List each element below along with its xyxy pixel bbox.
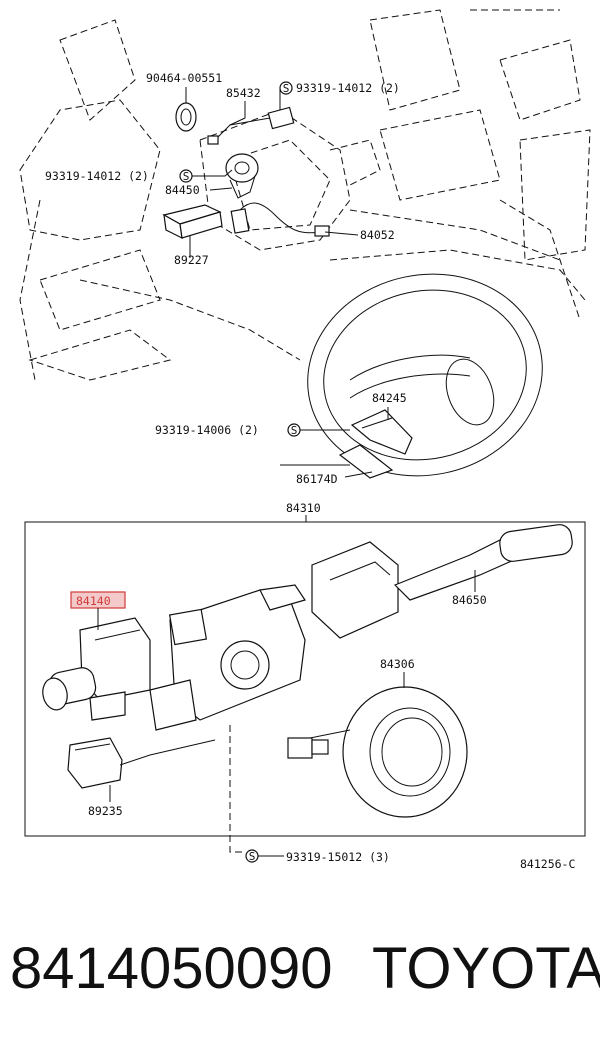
- label-89227: 89227: [174, 253, 209, 267]
- assembly-box-84310: [24, 515, 586, 837]
- svg-text:S: S: [249, 850, 256, 863]
- part-90464-clip: [175, 102, 197, 132]
- label-84052: 84052: [360, 228, 395, 242]
- label-84140: 84140: [76, 594, 111, 608]
- dashboard-outline: [19, 9, 591, 381]
- label-93319-14012-a: 93319-14012 (2): [296, 81, 400, 95]
- svg-text:S: S: [291, 424, 298, 437]
- leader-93319-15012: [229, 725, 245, 853]
- part-84052-cable: [230, 202, 330, 237]
- part-84450-switch: [225, 153, 259, 199]
- parts-diagram: S S S 90464-00551 85432 93319-14012 (2) …: [19, 9, 591, 871]
- part-86174D-cover: [338, 444, 394, 479]
- part-84245-switch: [350, 409, 413, 455]
- diagram-code: 841256-C: [520, 857, 575, 871]
- label-93319-14012-b: 93319-14012 (2): [45, 169, 149, 183]
- screw-symbol-2: S: [179, 169, 193, 183]
- label-93319-14006: 93319-14006 (2): [155, 423, 259, 437]
- brand-name: TOYOTA: [372, 936, 600, 1001]
- label-84450: 84450: [165, 183, 200, 197]
- label-93319-15012: 93319-15012 (3): [286, 850, 390, 864]
- label-84650: 84650: [452, 593, 487, 607]
- label-86174D: 86174D: [296, 472, 338, 486]
- label-85432: 85432: [226, 86, 261, 100]
- part-number: 8414050090: [10, 936, 333, 1001]
- label-84306: 84306: [380, 657, 415, 671]
- part-84140-switch: [42, 617, 151, 721]
- screw-symbol-1: S: [279, 81, 293, 95]
- screw-symbol-3: S: [287, 423, 301, 437]
- part-84650-switch: [311, 524, 573, 639]
- svg-text:S: S: [283, 82, 290, 95]
- part-84306-spiral-cable: [287, 686, 468, 818]
- leader-lines-top: [185, 87, 389, 478]
- label-84310: 84310: [286, 501, 321, 515]
- part-85432-wire: [207, 106, 295, 145]
- label-84245: 84245: [372, 391, 407, 405]
- steering-wheel: [307, 273, 543, 477]
- part-89227-ecu: [162, 204, 223, 240]
- label-89235: 89235: [88, 804, 123, 818]
- svg-text:S: S: [183, 170, 190, 183]
- label-90464-00551: 90464-00551: [146, 71, 222, 85]
- part-combination-switch-body: [149, 584, 306, 731]
- part-89235-sensor: [67, 737, 216, 789]
- screw-symbol-4: S: [245, 849, 259, 863]
